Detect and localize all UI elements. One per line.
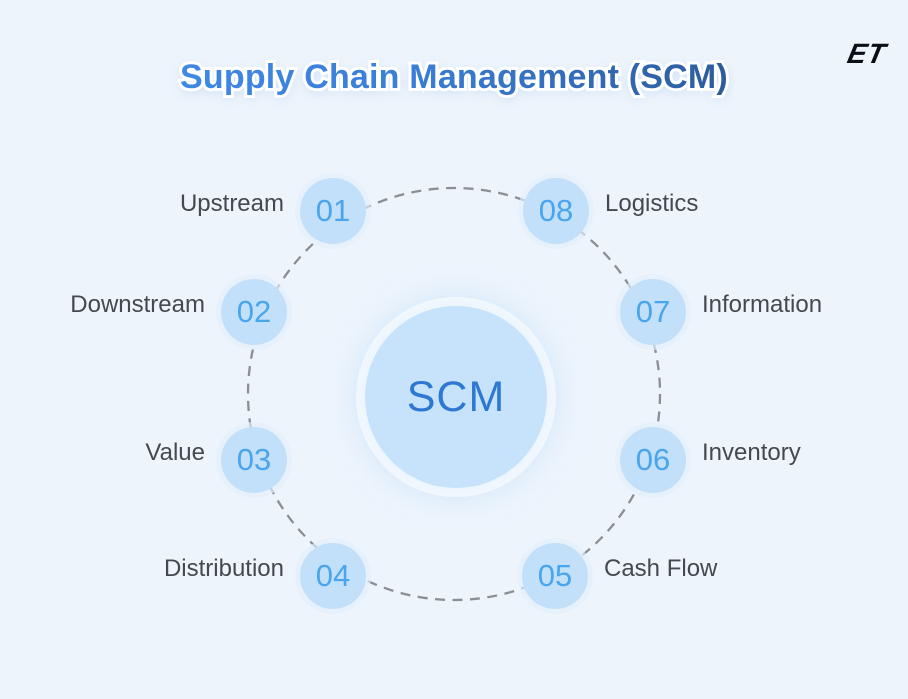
node-circle-08: 08 [523, 178, 589, 244]
center-scm-circle: SCM [365, 306, 547, 488]
page-title-text: Supply Chain Management (SCM) [180, 58, 728, 96]
node-circle-03: 03 [221, 427, 287, 493]
node-label-information: Information [702, 291, 823, 318]
node-label-downstream: Downstream [70, 291, 205, 318]
node-circle-05: 05 [522, 543, 588, 609]
node-circle-07: 07 [620, 279, 686, 345]
node-label-distribution: Distribution [163, 555, 284, 582]
page-title-outline: Supply Chain Management (SCM) [0, 55, 908, 99]
node-circle-04: 04 [300, 543, 366, 609]
node-label-value: Value [145, 439, 205, 466]
node-circle-01: 01 [300, 178, 366, 244]
node-circle-02: 02 [221, 279, 287, 345]
page-title: Supply Chain Management (SCM) Supply Cha… [0, 55, 908, 99]
node-label-inventory: Inventory [702, 439, 801, 466]
node-label-cash-flow: Cash Flow [604, 555, 718, 582]
node-label-upstream: Upstream [179, 190, 284, 217]
node-label-logistics: Logistics [605, 190, 699, 217]
node-circle-06: 06 [620, 427, 686, 493]
